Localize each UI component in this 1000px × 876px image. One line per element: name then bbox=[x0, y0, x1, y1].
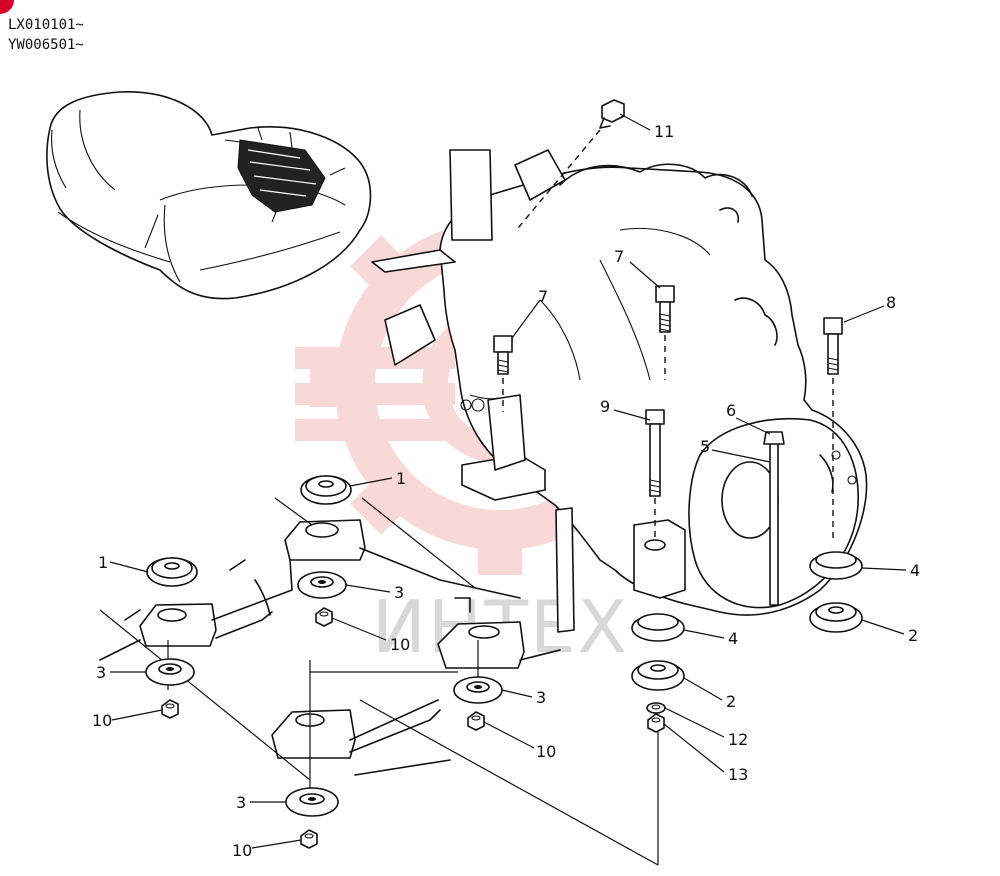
callout-2a: 2 bbox=[908, 626, 918, 645]
nut-10b-icon bbox=[161, 699, 179, 719]
callout-3a: 3 bbox=[394, 583, 404, 602]
frame-base bbox=[99, 497, 659, 866]
callout-10a: 10 bbox=[390, 635, 410, 654]
callout-13: 13 bbox=[728, 765, 748, 784]
serial-line-2: YW006501~ bbox=[8, 37, 84, 53]
callout-2b: 2 bbox=[726, 692, 736, 711]
corner-marker-icon bbox=[0, 0, 14, 14]
bolt-7b-icon bbox=[655, 285, 675, 380]
callout-11: 11 bbox=[654, 122, 674, 141]
serial-line-1: LX010101~ bbox=[8, 17, 84, 33]
mount-4-right-icon bbox=[809, 551, 863, 580]
callout-3c: 3 bbox=[536, 688, 546, 707]
callout-4a: 4 bbox=[910, 561, 920, 580]
mount-1-top-icon bbox=[300, 475, 352, 505]
nut-10d-icon bbox=[300, 829, 318, 849]
mount-4-center-icon bbox=[631, 613, 685, 642]
callout-9: 9 bbox=[600, 397, 610, 416]
callout-3b: 3 bbox=[96, 663, 106, 682]
stud-5-icon bbox=[763, 431, 785, 606]
mount-2-right-icon bbox=[809, 602, 863, 633]
mount-3-left-icon bbox=[145, 658, 195, 686]
mount-2-center-icon bbox=[631, 660, 685, 691]
callout-12: 12 bbox=[728, 730, 748, 749]
bolt-8-icon bbox=[823, 317, 843, 540]
nut-10a-icon bbox=[315, 607, 333, 627]
callout-10b: 10 bbox=[92, 711, 112, 730]
nut-10c-icon bbox=[467, 711, 485, 731]
mount-3-right-icon bbox=[453, 676, 503, 704]
bolt-11-icon bbox=[517, 99, 625, 229]
washer-12-icon bbox=[646, 702, 666, 714]
callout-7b: 7 bbox=[614, 247, 624, 266]
nut-13-icon bbox=[647, 713, 665, 733]
bolt-7a-icon bbox=[493, 335, 513, 412]
callout-10c: 10 bbox=[536, 742, 556, 761]
callout-10d: 10 bbox=[232, 841, 252, 860]
callout-5: 5 bbox=[700, 437, 710, 456]
callout-1b: 1 bbox=[98, 553, 108, 572]
mount-3-bottom-icon bbox=[285, 787, 339, 817]
machine-thumbnail bbox=[46, 91, 372, 300]
leader-lines bbox=[109, 113, 907, 849]
callout-6: 6 bbox=[726, 401, 736, 420]
callout-7a: 7 bbox=[538, 287, 548, 306]
callout-4b: 4 bbox=[728, 629, 738, 648]
bolt-9-icon bbox=[645, 409, 665, 540]
callout-1a: 1 bbox=[396, 469, 406, 488]
callout-labels: 11 7 7 8 9 6 5 1 1 3 3 3 3 10 10 10 10 4… bbox=[92, 122, 920, 860]
callout-3d: 3 bbox=[236, 793, 246, 812]
mount-1-left-icon bbox=[146, 557, 198, 587]
mount-3-center-icon bbox=[297, 571, 347, 599]
callout-8: 8 bbox=[886, 293, 896, 312]
